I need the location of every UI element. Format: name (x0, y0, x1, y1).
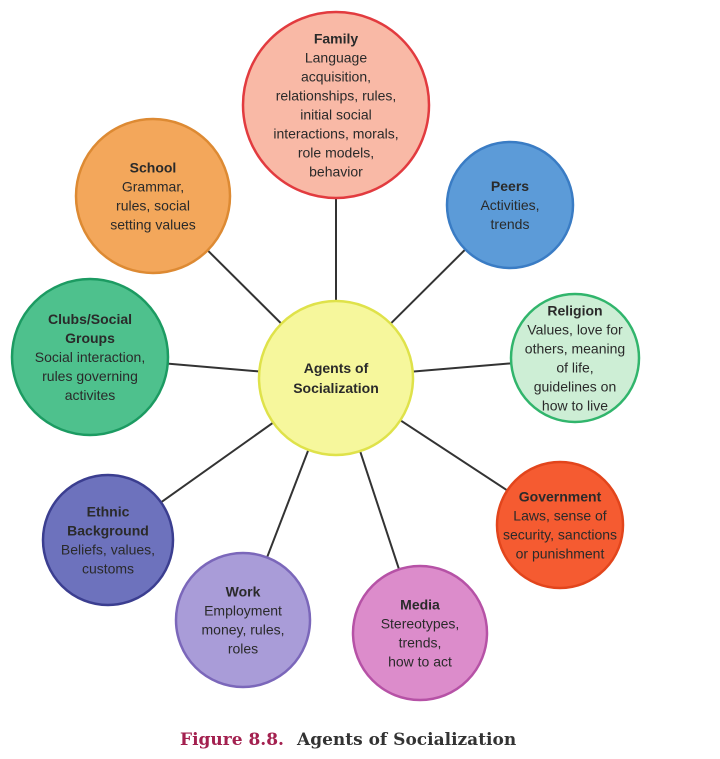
agent-title: Background (67, 523, 149, 539)
center-circle (257, 299, 415, 457)
agent-description-line: acquisition, (301, 69, 371, 85)
agent-circle (241, 10, 431, 200)
agent-description-line: interactions, morals, (273, 126, 398, 142)
figure-title: Agents of Socialization (296, 730, 516, 750)
agent-description-line: activites (65, 387, 116, 403)
agent-description-line: roles (228, 641, 258, 657)
agent-description-line: role models, (298, 145, 374, 161)
agent-circle (10, 277, 170, 437)
agent-description-line: or punishment (516, 546, 605, 562)
center-title-line: Socialization (293, 380, 379, 396)
agent-description-line: Social interaction, (35, 349, 146, 365)
agent-title: Ethnic (87, 504, 130, 520)
agent-description-line: behavior (309, 164, 363, 180)
agent-description-line: Values, love for (527, 322, 623, 338)
agent-description-line: rules governing (42, 368, 138, 384)
agent-circle (495, 460, 625, 590)
center-title-line: Agents of (304, 360, 369, 376)
agent-description-line: Beliefs, values, (61, 542, 155, 558)
agent-circle (74, 117, 232, 275)
agent-description-line: how to live (542, 398, 608, 414)
agent-description-line: how to act (388, 654, 452, 670)
agent-description-line: trends (491, 216, 530, 232)
agent-description-line: rules, social (116, 198, 190, 214)
agent-description-line: customs (82, 561, 134, 577)
agent-title: Peers (491, 178, 529, 194)
agent-description-line: money, rules, (202, 622, 285, 638)
agent-description-line: Grammar, (122, 179, 184, 195)
agent-title: Clubs/Social (48, 311, 132, 327)
agent-description-line: Activities, (480, 197, 539, 213)
agent-title: Religion (547, 303, 602, 319)
agent-description-line: Laws, sense of (513, 508, 606, 524)
agent-title: Media (400, 597, 440, 613)
agent-description-line: relationships, rules, (276, 88, 397, 104)
agent-description-line: initial social (300, 107, 372, 123)
agent-circle (174, 551, 312, 689)
agent-description-line: Employment (204, 603, 282, 619)
agent-description-line: setting values (110, 217, 196, 233)
agent-title: School (130, 160, 177, 176)
agent-description-line: others, meaning (525, 341, 625, 357)
agent-circle (41, 473, 175, 607)
agent-description-line: of life, (556, 360, 593, 376)
agent-description-line: trends, (399, 635, 442, 651)
agent-title: Work (226, 584, 261, 600)
agent-description-line: security, sanctions (503, 527, 617, 543)
agent-circle (509, 292, 641, 424)
agent-title: Family (314, 31, 359, 47)
agent-circle (445, 140, 575, 270)
agent-description-line: Language (305, 50, 368, 66)
agent-title: Groups (65, 330, 115, 346)
agent-description-line: guidelines on (534, 379, 617, 395)
figure-label: Figure 8.8. (180, 730, 284, 750)
agent-title: Government (519, 489, 602, 505)
agent-description-line: Stereotypes, (381, 616, 460, 632)
agent-circle (351, 564, 489, 702)
center-node: Agents of Socialization (257, 299, 415, 457)
